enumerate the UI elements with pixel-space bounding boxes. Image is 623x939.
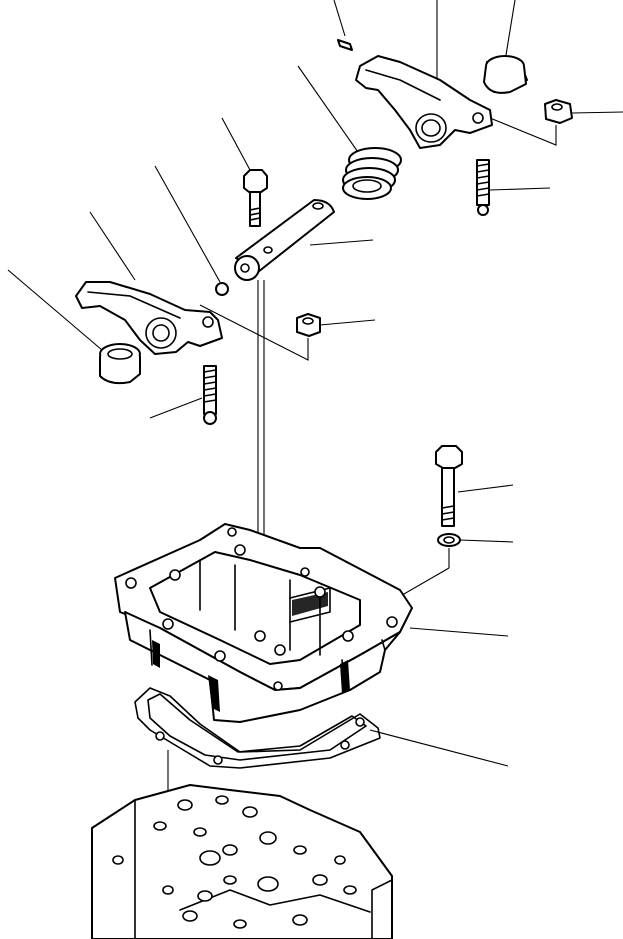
leader-pin [333,0,346,37]
cylinder-head [91,784,393,939]
rocker-arm-left [75,281,223,355]
bolt-top [243,169,268,227]
leader-nut-top [571,111,623,114]
shaft-spring [342,147,402,200]
rocker-arm-top [355,55,493,149]
pin [337,39,353,51]
leader-housing [409,627,509,637]
leader-bushing-left [7,269,103,351]
leader-adjusting-screw-left [149,397,203,419]
leader-spring [297,65,361,156]
leader-rocker-arm-left [89,211,136,281]
leader-bolt-right [457,484,514,493]
ball [215,282,229,296]
lock-nut-left [296,313,321,337]
leader-bolt-top [221,117,251,171]
leader-ball [154,165,221,283]
leader-nut-top-bracket [489,117,557,146]
lock-nut-top [544,99,573,124]
leader-shaft [309,239,374,246]
leader-washer [459,539,514,543]
gasket [134,687,381,769]
rocker-bushing-left [99,343,141,385]
rocker-shaft [234,199,335,281]
adjusting-screw-left [203,365,217,425]
rocker-bushing-top [483,55,528,94]
leader-adjusting-screw-top [489,187,551,191]
washer [437,533,461,547]
leader-bushing-top [505,0,516,56]
leader-nut-left-bracket [199,304,309,361]
leader-lines [7,0,623,890]
leader-nut-left [319,319,376,326]
rocker-housing [114,523,413,723]
bolt-right [435,445,463,527]
adjusting-screw-top [476,159,490,216]
leader-gasket [369,729,509,767]
